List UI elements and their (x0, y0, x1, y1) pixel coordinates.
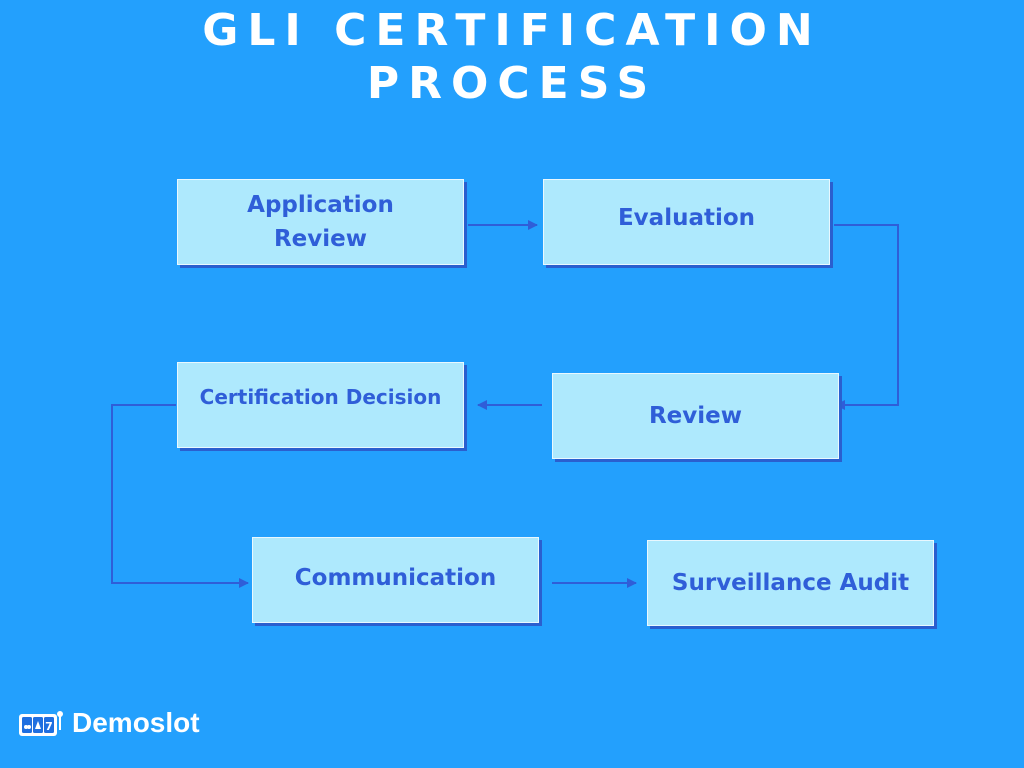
demoslot-logo[interactable]: 7 Demoslot (18, 706, 200, 740)
arrow-evaluation-to-review (834, 224, 899, 410)
arrow-decision-to-communication (111, 404, 249, 588)
step-communication-label: Communication (294, 565, 497, 591)
diagram-title: GLI CERTIFICATION PROCESS (0, 4, 1024, 110)
step-review-label: Review (648, 403, 743, 429)
step-review: Review (552, 373, 839, 459)
slot-machine-icon: 7 (19, 711, 63, 736)
svg-text:7: 7 (45, 720, 53, 733)
step-evaluation: Evaluation (543, 179, 830, 265)
step-communication: Communication (252, 537, 539, 623)
step-certification-decision: Certification Decision (177, 362, 464, 448)
step-application-review: Application Review (177, 179, 464, 265)
step-application-review-label: Application Review (247, 192, 394, 252)
step-certification-decision-label: Certification Decision (199, 385, 442, 409)
step-surveillance-audit: Surveillance Audit (647, 540, 934, 626)
logo-text: Demoslot (72, 707, 200, 738)
title-line-2: PROCESS (366, 58, 658, 109)
step-surveillance-audit-label: Surveillance Audit (671, 570, 910, 596)
step-evaluation-label: Evaluation (617, 205, 756, 231)
title-line-1: GLI CERTIFICATION (202, 5, 822, 56)
